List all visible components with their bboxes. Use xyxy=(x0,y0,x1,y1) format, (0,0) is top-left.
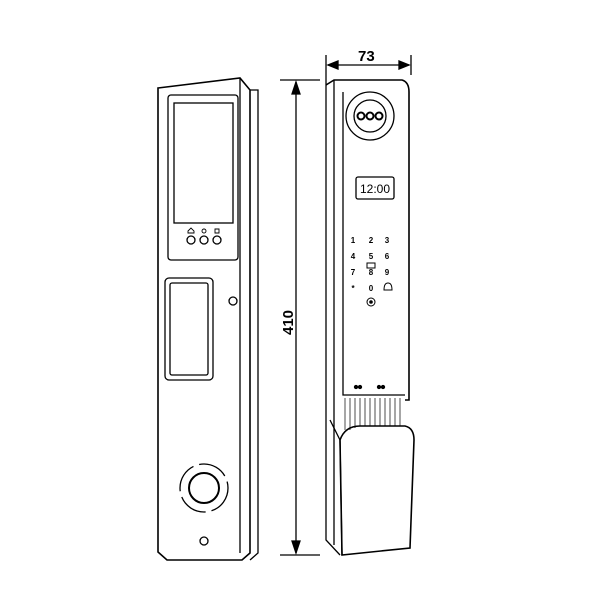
keypad: 1 2 3 4 5 6 7 8 9 * 0 xyxy=(351,236,390,293)
sensor-hole xyxy=(228,296,238,306)
button-icon xyxy=(186,235,196,245)
side-handle xyxy=(339,425,415,556)
key-hole xyxy=(199,536,209,546)
height-dimension xyxy=(280,79,320,556)
camera-ring xyxy=(345,91,395,141)
height-label: 410 xyxy=(280,310,297,335)
button-icon xyxy=(199,235,209,245)
screen xyxy=(173,102,234,224)
key-6[interactable]: 6 xyxy=(385,252,390,261)
doorbell-button-icon[interactable] xyxy=(366,297,376,307)
key-5[interactable]: 5 xyxy=(369,252,374,261)
bell-icon xyxy=(214,228,220,234)
clock-display xyxy=(355,176,395,200)
key-8[interactable]: 8 xyxy=(369,268,374,277)
handle xyxy=(164,277,214,381)
knob-ring xyxy=(179,463,229,513)
bell-icon[interactable] xyxy=(383,282,393,291)
clock-time: 12:00 xyxy=(360,182,390,196)
key-2[interactable]: 2 xyxy=(369,236,374,245)
key-0[interactable]: 0 xyxy=(369,284,374,293)
width-label: 73 xyxy=(358,48,375,65)
key-9[interactable]: 9 xyxy=(385,268,390,277)
key-1[interactable]: 1 xyxy=(351,236,356,245)
width-dimension xyxy=(325,55,412,85)
key-3[interactable]: 3 xyxy=(385,236,390,245)
knob xyxy=(188,472,220,504)
screen-bezel xyxy=(167,94,239,261)
lock-icon xyxy=(187,227,195,234)
key-4[interactable]: 4 xyxy=(351,252,356,261)
front-view xyxy=(157,77,259,561)
side-view xyxy=(325,79,415,556)
power-icon xyxy=(201,228,207,234)
key-7[interactable]: 7 xyxy=(351,268,356,277)
button-icon xyxy=(212,235,222,245)
key-star[interactable]: * xyxy=(351,284,355,293)
lock-icon xyxy=(366,262,376,269)
